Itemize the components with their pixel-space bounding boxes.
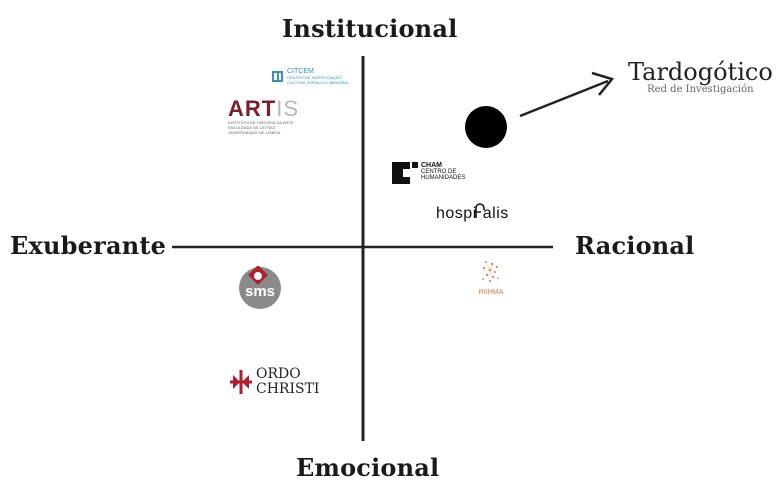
citcem-name: CITCEM [287,68,314,75]
citcem-line2: CENTRO DE INVESTIGAÇÃO [287,75,342,80]
cham-line3: HUMANIDADES [421,175,466,181]
hospitalis-prefix: hospi [436,205,477,222]
citcem-logo: CITCEM CENTRO DE INVESTIGAÇÃO CULTURA, E… [272,68,348,85]
cham-line2: CENTRO DE [421,169,457,175]
cham-mark-icon [392,162,418,184]
axis-label-top: Institucional [282,14,458,43]
axis-label-bottom: Emocional [296,453,440,482]
riihma-dots-icon [482,261,499,282]
cham-logo: CHAM CENTRO DE HUMANIDADES [392,160,465,184]
ordo-line2: CHRISTI [256,381,320,397]
ordo-christi-logo: ORDO CHRISTI [229,367,319,397]
artis-logo: ARTIS INSTITUTO DE HISTÓRIA DA ARTE FACU… [228,96,300,136]
axis-label-right: Racional [575,231,695,260]
arrow-head [591,71,615,96]
sms-logo: sms [239,266,281,309]
tardogotico-subtitle: Red de Investigación [647,84,754,95]
citcem-line3: CULTURA, ESPAÇO E MEMÓRIA [287,80,349,85]
riihma-logo: RIIHMA [478,260,504,296]
artis-line3: UNIVERSIDADE DE LISBOA [228,130,281,135]
hospitalis-logo: hospi alis [436,203,509,223]
riihma-name: RIIHMA [478,289,504,296]
hospitalis-suffix: alis [482,205,509,222]
artis-line2: FACULDADE DE LETRAS [228,125,276,130]
tardogotico-marker [465,106,507,148]
tardogotico-name: Tardogótico [628,58,773,86]
citcem-mark-icon [272,71,283,82]
hospitalis-arch-icon [474,203,485,219]
sms-text: sms [245,283,275,300]
tardogotico-logo: Tardogótico Red de Investigación [628,58,773,95]
artis-line1: INSTITUTO DE HISTÓRIA DA ARTE [228,120,294,125]
tardogotico-arrow [519,79,609,118]
cham-name: CHAM [421,162,442,169]
artis-is: IS [276,96,300,121]
artis-art: ART [228,96,277,121]
cross-icon [230,370,252,394]
ordo-line1: ORDO [256,366,301,382]
axis-label-left: Exuberante [10,231,167,260]
